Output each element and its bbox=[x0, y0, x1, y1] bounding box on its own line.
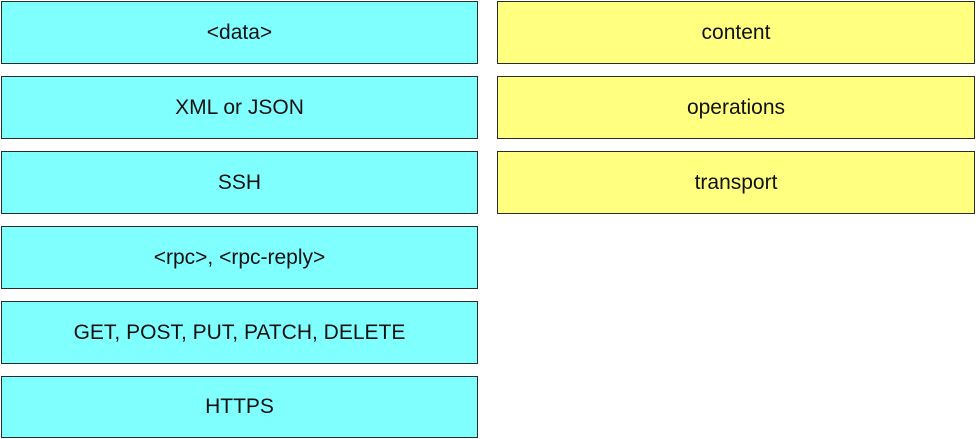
target-tile-transport[interactable]: transport bbox=[497, 151, 975, 214]
answer-tile-data-element[interactable]: <data> bbox=[1, 1, 478, 64]
target-tile-operations[interactable]: operations bbox=[497, 76, 975, 139]
answer-tile-label: HTTPS bbox=[205, 395, 274, 418]
answer-tile-label: <rpc>, <rpc-reply> bbox=[153, 245, 326, 269]
target-tile-label: operations bbox=[686, 95, 786, 119]
answer-tile-https[interactable]: HTTPS bbox=[1, 376, 478, 438]
target-tile-content[interactable]: content bbox=[497, 1, 975, 64]
answer-tile-label: <data> bbox=[206, 20, 273, 44]
answer-tile-rpc[interactable]: <rpc>, <rpc-reply> bbox=[1, 226, 478, 289]
answer-tile-http-methods[interactable]: GET, POST, PUT, PATCH, DELETE bbox=[1, 301, 478, 364]
target-tile-label: transport bbox=[694, 170, 778, 194]
answer-tile-ssh[interactable]: SSH bbox=[1, 151, 478, 214]
answer-tile-xml-or-json[interactable]: XML or JSON bbox=[1, 76, 478, 139]
answer-tile-label: SSH bbox=[217, 170, 262, 194]
target-tile-label: content bbox=[701, 20, 771, 44]
answer-tile-label: GET, POST, PUT, PATCH, DELETE bbox=[73, 320, 406, 344]
answer-tile-label: XML or JSON bbox=[175, 95, 304, 119]
